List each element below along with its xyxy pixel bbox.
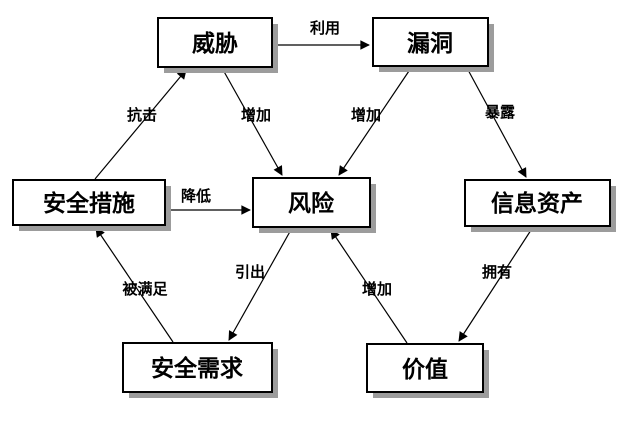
edge-label-exploit: 利用 bbox=[310, 19, 340, 37]
edge-label-resist: 抗击 bbox=[127, 106, 157, 124]
node-risk-box bbox=[252, 177, 371, 228]
edge-label-own: 拥有 bbox=[482, 263, 512, 281]
arrow-expose bbox=[466, 67, 527, 178]
edge-reduce: 降低 bbox=[166, 187, 251, 215]
arrow-resist bbox=[94, 69, 187, 180]
node-threat: 威胁 bbox=[157, 17, 278, 73]
edge-exploit: 利用 bbox=[272, 19, 370, 50]
node-value-label: 价值 bbox=[402, 356, 448, 383]
arrow-satisfied-by bbox=[95, 227, 174, 343]
node-threat-label: 威胁 bbox=[192, 30, 238, 57]
node-security-measures-label: 安全措施 bbox=[43, 190, 135, 217]
edge-satisfied-by: 被满足 bbox=[95, 227, 174, 343]
node-risk: 风险 bbox=[252, 177, 376, 233]
edge-label-vulnerability-increase: 增加 bbox=[351, 106, 381, 124]
edge-own: 拥有 bbox=[458, 226, 534, 342]
node-security-measures: 安全措施 bbox=[12, 179, 171, 231]
node-vulnerability-label: 漏洞 bbox=[407, 31, 453, 57]
edge-label-reduce: 降低 bbox=[181, 187, 211, 205]
edge-label-value-increase: 增加 bbox=[362, 280, 392, 298]
node-value-box bbox=[366, 343, 484, 393]
arrow-vulnerability-increase bbox=[338, 67, 412, 176]
node-risk-label: 风险 bbox=[288, 190, 335, 217]
edge-vulnerability-increase: 增加 bbox=[338, 67, 412, 176]
node-security-requirements-label: 安全需求 bbox=[151, 355, 243, 382]
node-security-requirements-box bbox=[122, 342, 273, 393]
node-vulnerability-box bbox=[372, 17, 489, 67]
node-vulnerability: 漏洞 bbox=[372, 17, 494, 72]
edge-label-derive: 引出 bbox=[235, 263, 265, 281]
arrow-own bbox=[458, 226, 534, 342]
node-information-assets: 信息资产 bbox=[464, 179, 616, 232]
node-information-assets-box bbox=[464, 179, 611, 227]
node-security-requirements: 安全需求 bbox=[122, 342, 278, 398]
arrow-threat-increase bbox=[221, 67, 283, 176]
edge-label-expose: 暴露 bbox=[485, 103, 516, 121]
edge-value-increase: 增加 bbox=[330, 229, 408, 344]
edge-expose: 暴露 bbox=[466, 67, 527, 178]
node-threat-box bbox=[157, 17, 273, 68]
edge-derive: 引出 bbox=[228, 227, 293, 341]
edge-label-threat-increase: 增加 bbox=[241, 106, 271, 124]
edge-threat-increase: 增加 bbox=[221, 67, 283, 176]
node-security-measures-box bbox=[12, 179, 166, 226]
edge-label-satisfied-by: 被满足 bbox=[122, 280, 168, 298]
edge-resist: 抗击 bbox=[94, 69, 187, 180]
arrow-value-increase bbox=[330, 229, 408, 344]
arrow-derive bbox=[228, 227, 293, 341]
node-information-assets-label: 信息资产 bbox=[491, 190, 583, 217]
node-value: 价值 bbox=[366, 343, 489, 398]
